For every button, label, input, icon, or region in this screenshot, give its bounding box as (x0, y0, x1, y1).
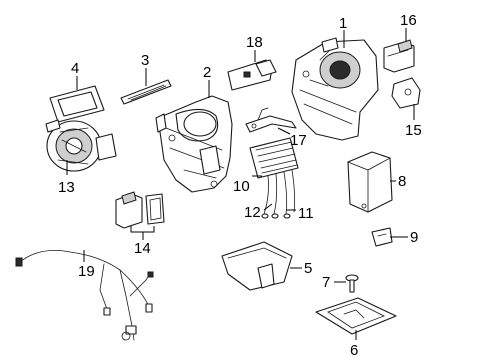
leader-14 (130, 226, 155, 240)
callout-13: 13 (58, 179, 75, 196)
part-5-tray (221, 241, 293, 291)
part-4-inlet-seal (49, 85, 105, 123)
callout-11: 11 (298, 205, 314, 222)
callout-14: 14 (134, 240, 151, 257)
callout-1: 1 (339, 15, 347, 32)
part-10-heater-core (249, 137, 299, 179)
part-7-bolt (345, 274, 359, 293)
part-1-blower-housing (291, 37, 379, 141)
part-18-bracket (227, 59, 277, 91)
part-14-modules (115, 191, 165, 229)
part-17-pipe-bracket (245, 107, 297, 133)
callout-17: 17 (290, 132, 307, 149)
callout-19: 19 (78, 263, 95, 280)
part-8-control-box (347, 151, 393, 213)
part-16-actuator (383, 39, 415, 73)
callout-5: 5 (304, 260, 312, 277)
leader-17 (277, 127, 291, 135)
leader-12 (263, 203, 273, 211)
callout-2: 2 (203, 64, 211, 81)
part-19-wiring-harness (15, 249, 154, 341)
part-6-base-plate (315, 297, 397, 335)
callout-4: 4 (71, 60, 79, 77)
part-3-filter-strip (120, 79, 172, 105)
part-11-12-heater-pipes (261, 169, 296, 219)
callout-6: 6 (350, 342, 358, 359)
callout-3: 3 (141, 52, 149, 69)
callout-10: 10 (233, 178, 250, 195)
callout-15: 15 (405, 122, 422, 139)
part-15-module (391, 77, 421, 109)
callout-labels: 1 2 3 4 5 6 7 8 9 10 11 12 13 14 15 16 1… (58, 12, 422, 359)
leader-lines (66, 28, 415, 340)
callout-18: 18 (246, 34, 263, 51)
callout-7: 7 (322, 274, 330, 291)
callout-8: 8 (398, 173, 406, 190)
part-9-sensor (371, 227, 393, 247)
part-13-blower-motor (45, 119, 117, 172)
part-2-hvac-case (155, 95, 233, 193)
callout-16: 16 (400, 12, 417, 29)
callout-12: 12 (244, 204, 261, 221)
callout-9: 9 (410, 229, 418, 246)
